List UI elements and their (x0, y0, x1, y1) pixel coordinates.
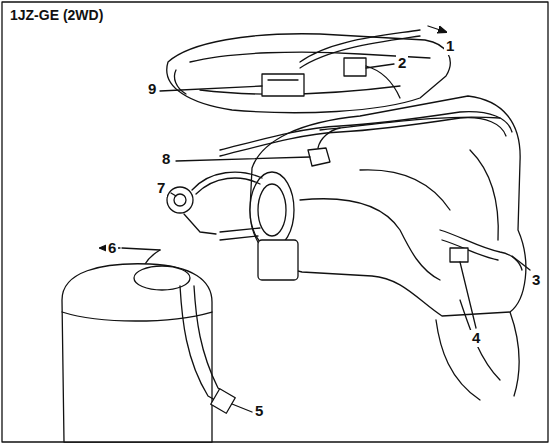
engine-block (460, 300, 500, 380)
callout-number: 7 (155, 180, 167, 197)
hose (366, 66, 400, 98)
callout-number: 1 (444, 38, 456, 55)
bracket (184, 214, 216, 234)
vsv-box (262, 74, 304, 96)
wire-harness (440, 230, 522, 270)
hose (196, 178, 260, 194)
diagram-title: 1JZ-GE (2WD) (8, 8, 105, 23)
hose (122, 248, 160, 250)
connector (450, 248, 468, 262)
clamp (211, 389, 236, 414)
callout-number: 2 (396, 55, 408, 72)
callout-number: 9 (146, 81, 158, 98)
engine-block (436, 312, 519, 400)
leader-line (160, 64, 530, 412)
callout-number: 3 (530, 272, 542, 289)
throttle-body (258, 184, 286, 236)
callout-number: 5 (253, 403, 265, 420)
hose (180, 286, 222, 404)
callout-number: 8 (160, 151, 172, 168)
sensor (344, 58, 366, 76)
pipe (220, 228, 260, 240)
vacuum-valve (308, 148, 330, 166)
intake-plenum (250, 96, 526, 316)
callout-number: 6 (106, 240, 118, 257)
hose (194, 286, 230, 396)
intake-runners (167, 34, 450, 113)
wire-harness (220, 118, 506, 156)
callout-number: 4 (470, 330, 482, 347)
hose (318, 128, 340, 148)
vsv-box (268, 79, 298, 80)
direction-arrow (428, 26, 446, 32)
block (258, 240, 298, 280)
valve (167, 187, 193, 213)
frame (2, 2, 548, 442)
